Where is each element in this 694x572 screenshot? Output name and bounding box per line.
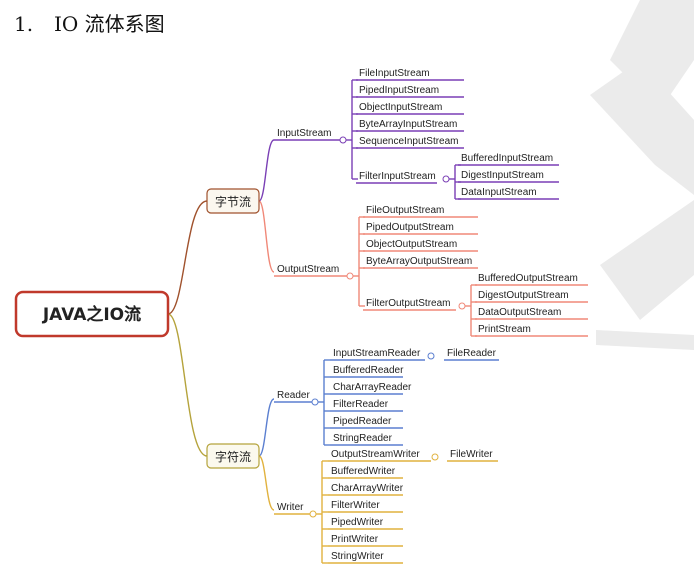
byte-stream-node[interactable]	[206, 188, 260, 214]
node-bufferedoutputstream[interactable]: BufferedOutputStream	[478, 273, 578, 284]
watermark-shape	[590, 0, 694, 350]
byte-to-outputstream	[258, 200, 275, 273]
node-fileinputstream[interactable]: FileInputStream	[359, 68, 430, 79]
node-outputstreamwriter[interactable]: OutputStreamWriter	[331, 449, 420, 460]
node-bufferedwriter[interactable]: BufferedWriter	[331, 466, 396, 477]
root-node[interactable]	[14, 290, 170, 338]
node-chararraywriter[interactable]: CharArrayWriter	[331, 483, 404, 494]
node-printwriter[interactable]: PrintWriter	[331, 534, 379, 545]
node-dataoutputstream[interactable]: DataOutputStream	[478, 307, 561, 318]
node-filterinputstream[interactable]: FilterInputStream	[359, 171, 436, 182]
node-pipedoutputstream[interactable]: PipedOutputStream	[366, 222, 454, 233]
heading-title: IO 流体系图	[54, 12, 165, 36]
node-objectinputstream[interactable]: ObjectInputStream	[359, 102, 442, 113]
node-bufferedinputstream[interactable]: BufferedInputStream	[461, 153, 553, 164]
node-filereader[interactable]: FileReader	[447, 348, 497, 359]
collapse-toggle-icon[interactable]	[339, 136, 347, 144]
node-filteroutputstream[interactable]: FilterOutputStream	[366, 298, 450, 309]
heading-number: 1.	[14, 12, 33, 36]
node-filterreader[interactable]: FilterReader	[333, 399, 389, 410]
node-inputstream[interactable]: InputStream	[277, 128, 331, 139]
node-digestinputstream[interactable]: DigestInputStream	[461, 170, 544, 181]
node-filewriter[interactable]: FileWriter	[450, 449, 493, 460]
node-filterwriter[interactable]: FilterWriter	[331, 500, 380, 511]
byte-to-inputstream	[258, 139, 275, 202]
collapse-toggle-icon[interactable]	[309, 510, 317, 518]
node-stringwriter[interactable]: StringWriter	[331, 551, 384, 562]
char-to-reader	[258, 398, 275, 457]
node-fileoutputstream[interactable]: FileOutputStream	[366, 205, 444, 216]
node-bytearrayoutputstream[interactable]: ByteArrayOutputStream	[366, 256, 472, 267]
node-stringreader[interactable]: StringReader	[333, 433, 393, 444]
collapse-toggle-icon[interactable]	[346, 272, 354, 280]
node-sequenceinputstream[interactable]: SequenceInputStream	[359, 136, 459, 147]
root-label: JAVA之IO流	[42, 304, 141, 325]
node-outputstream[interactable]: OutputStream	[277, 264, 339, 275]
collapse-toggle-icon[interactable]	[431, 453, 439, 461]
node-objectoutputstream[interactable]: ObjectOutputStream	[366, 239, 457, 250]
node-printstream[interactable]: PrintStream	[478, 324, 531, 335]
collapse-toggle-icon[interactable]	[311, 398, 319, 406]
root-to-byte-stream	[167, 200, 208, 315]
node-writer[interactable]: Writer	[277, 502, 304, 513]
node-chararrayreader[interactable]: CharArrayReader	[333, 382, 412, 393]
char-stream-node[interactable]	[206, 443, 260, 469]
collapse-toggle-icon[interactable]	[427, 352, 435, 360]
node-inputstreamreader[interactable]: InputStreamReader	[333, 348, 421, 359]
collapse-toggle-icon[interactable]	[458, 302, 466, 310]
node-datainputstream[interactable]: DataInputStream	[461, 187, 537, 198]
root-to-char-stream	[167, 313, 208, 457]
node-digestoutputstream[interactable]: DigestOutputStream	[478, 290, 569, 301]
char-to-writer	[258, 455, 275, 511]
node-pipedinputstream[interactable]: PipedInputStream	[359, 85, 439, 96]
collapse-toggle-icon[interactable]	[442, 175, 450, 183]
byte-stream-label: 字节流	[215, 194, 251, 209]
node-pipedwriter[interactable]: PipedWriter	[331, 517, 384, 528]
char-stream-label: 字符流	[215, 449, 251, 464]
node-reader[interactable]: Reader	[277, 390, 310, 401]
node-bytearrayinputstream[interactable]: ByteArrayInputStream	[359, 119, 457, 130]
node-bufferedreader[interactable]: BufferedReader	[333, 365, 404, 376]
node-pipedreader[interactable]: PipedReader	[333, 416, 392, 427]
